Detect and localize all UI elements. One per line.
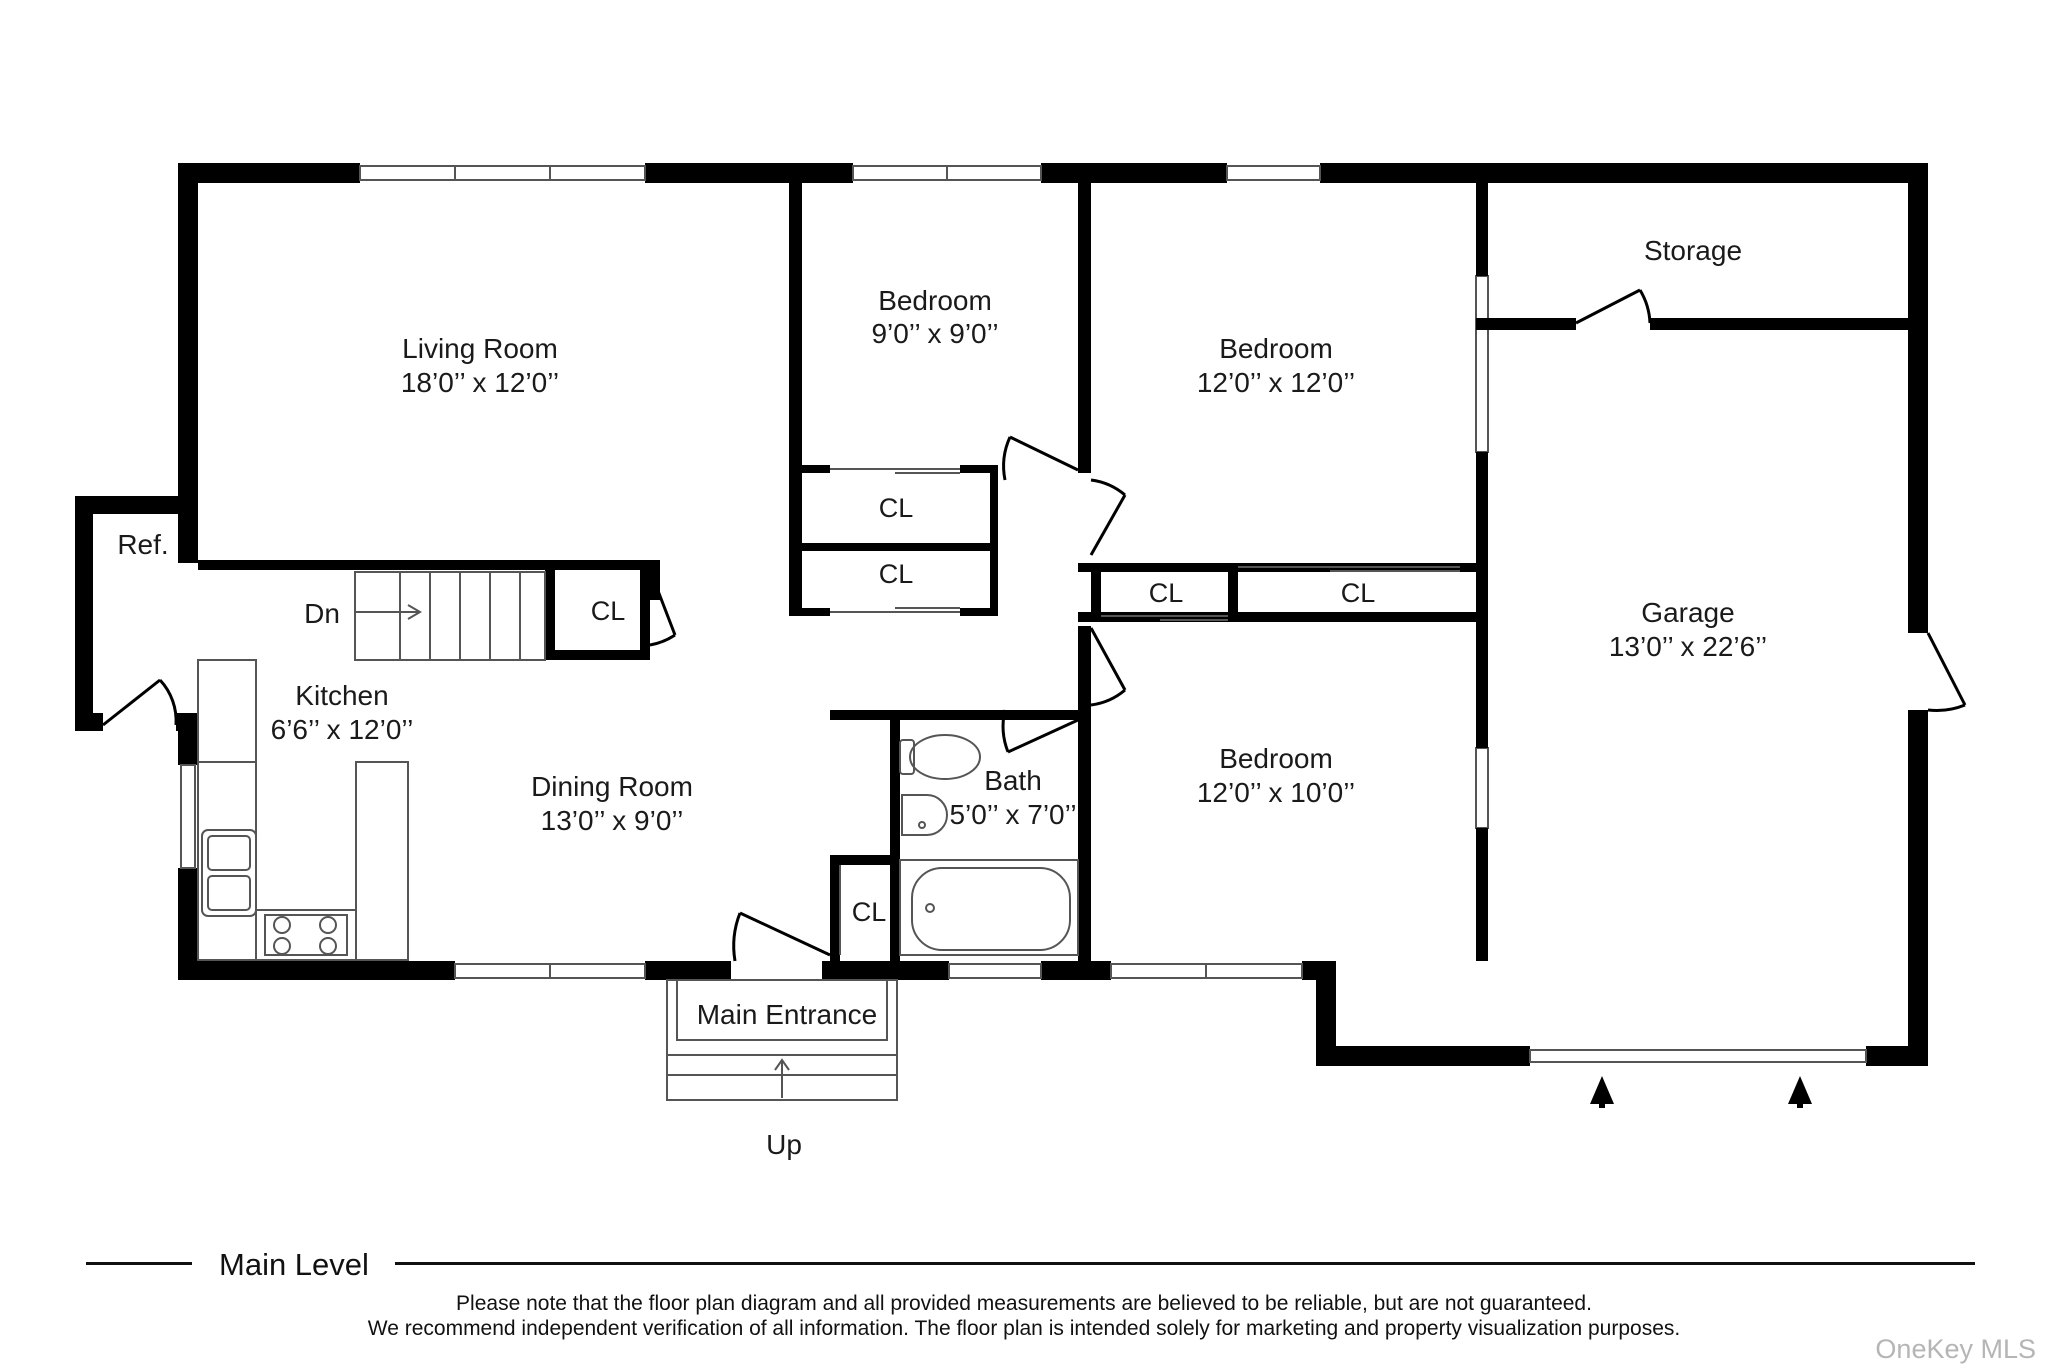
entrance-steps bbox=[666, 979, 898, 1101]
garage-door-arrows bbox=[1590, 1076, 1812, 1108]
closet-label: CL bbox=[1341, 578, 1376, 608]
closet-label: CL bbox=[591, 596, 626, 626]
kitchen-fixtures bbox=[197, 659, 409, 961]
bedroom-small-size: 9’0’’ x 9’0’’ bbox=[871, 318, 998, 349]
stairs-down-label: Dn bbox=[304, 598, 340, 629]
bedroom-mid-name: Bedroom bbox=[1219, 333, 1333, 364]
doors bbox=[102, 288, 1967, 962]
garage-size: 13’0’’ x 22’6’’ bbox=[1609, 631, 1767, 662]
dining-room-name: Dining Room bbox=[531, 771, 693, 802]
bedroom-lower-size: 12’0’’ x 10’0’’ bbox=[1197, 777, 1355, 808]
kitchen-size: 6’6’’ x 12’0’’ bbox=[271, 714, 414, 745]
exterior-walls bbox=[75, 163, 1928, 1066]
bedroom-lower-name: Bedroom bbox=[1219, 743, 1333, 774]
windows bbox=[180, 165, 1867, 1063]
closet-doors bbox=[830, 468, 1460, 955]
main-entrance-label: Main Entrance bbox=[697, 999, 878, 1030]
bath-name: Bath bbox=[984, 765, 1042, 796]
garage-name: Garage bbox=[1641, 597, 1734, 628]
entrance-up-label: Up bbox=[766, 1129, 802, 1160]
bedroom-small-name: Bedroom bbox=[878, 285, 992, 316]
closet-label: CL bbox=[852, 897, 887, 927]
ref-label: Ref. bbox=[117, 529, 168, 560]
dining-room-size: 13’0’’ x 9’0’’ bbox=[541, 805, 684, 836]
living-room-name: Living Room bbox=[402, 333, 558, 364]
kitchen-name: Kitchen bbox=[295, 680, 388, 711]
storage-name: Storage bbox=[1644, 235, 1742, 266]
closet-label: CL bbox=[879, 559, 914, 589]
closet-label: CL bbox=[879, 493, 914, 523]
bedroom-mid-size: 12’0’’ x 12’0’’ bbox=[1197, 367, 1355, 398]
stairs bbox=[354, 571, 546, 661]
room-labels: Living Room 18’0’’ x 12’0’’ Bedroom 9’0’… bbox=[117, 235, 1767, 1160]
living-room-size: 18’0’’ x 12’0’’ bbox=[401, 367, 559, 398]
bath-fixtures bbox=[899, 734, 1079, 956]
closet-label: CL bbox=[1149, 578, 1184, 608]
bath-size: 5’0’’ x 7’0’’ bbox=[949, 799, 1076, 830]
